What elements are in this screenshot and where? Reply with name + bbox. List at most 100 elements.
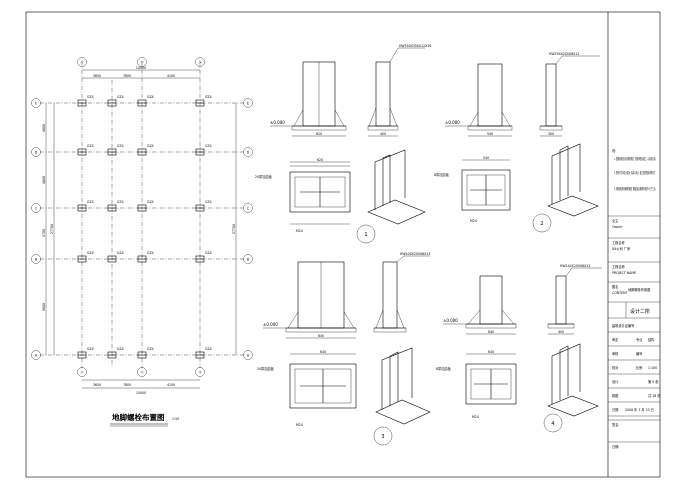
column-tag: GZ4 — [205, 144, 212, 148]
detail-4-elevation: ±0.000 — [443, 318, 458, 323]
axis-label-row-b-right: B — [247, 257, 249, 261]
detail-1-number: 1 — [364, 232, 367, 238]
drawing-name: 地脚螺栓布置图 — [628, 287, 650, 292]
bottom-dim-2: 7800 — [123, 383, 131, 387]
axis-label-row-b: B — [35, 257, 37, 261]
detail-4-front-elevation: 640 ±0.000 — [443, 275, 517, 335]
right-dim-total: 27700 — [232, 224, 236, 234]
tb-cell: 建筑设计证编号 — [612, 323, 634, 328]
detail-3-stiff-label: 20厚加劲板 — [257, 366, 275, 371]
plan-scale: 1:50 — [172, 417, 179, 421]
detail-4-bolt: M24 — [472, 415, 479, 419]
detail-1-base-width: 620 — [316, 132, 322, 136]
tb-cell: 设计 — [612, 379, 619, 384]
detail-2-plan: 540 8厚加劲板 M24 — [434, 156, 511, 223]
project-value: XX公司 厂房 — [612, 246, 630, 251]
detail-1-plan: 620 20厚加劲板 M24 — [255, 158, 351, 233]
column-tag: GZ4 — [117, 347, 124, 351]
detail-3-plan-dim: 640 — [320, 350, 326, 354]
axis-label-row-a-right: A — [247, 353, 250, 357]
tb-cell: 编号 — [636, 351, 642, 356]
column-tag: GZ4 — [117, 200, 124, 204]
detail-4-side-width: 400 — [558, 330, 564, 334]
axis-bubble-col-3 — [195, 57, 205, 67]
column-tag: GZ4 — [205, 95, 212, 99]
outer-frame — [25, 11, 661, 478]
column-tag: GZ4 — [147, 200, 154, 204]
institute: 设计二所 — [630, 308, 650, 315]
notes-header: 说: — [612, 148, 616, 153]
axis-label-col-2: ② — [141, 60, 144, 64]
column-tag: GZ4 — [147, 144, 154, 148]
detail-3-elevation: ±0.000 — [263, 322, 278, 327]
detail-3-front-elevation: 640 ±0.000 — [263, 261, 357, 339]
tb-cell: 共 18 张 — [648, 393, 661, 398]
note-2: 2. 所有尺寸单位为毫米, 标高以米计, 施工前须核对现场尺寸. — [614, 170, 656, 175]
column-tag: GZ4 — [117, 144, 124, 148]
axis-label-row-d: D — [35, 150, 38, 154]
column-tag: GZ4 — [87, 347, 94, 351]
axis-label-row-a: A — [35, 353, 38, 357]
tb-cell: 制图 — [612, 393, 618, 398]
detail-3-base-width: 640 — [318, 334, 324, 338]
detail-2-section-label: HW294X200X8X12 — [549, 52, 579, 56]
axis-bubble-col-1-bottom — [77, 367, 87, 377]
top-dim-3: 4100 — [167, 74, 175, 78]
column-tag: GZ4 — [147, 95, 154, 99]
column-tag: GZ4 — [147, 347, 154, 351]
owner-label: 业主 — [612, 218, 619, 223]
drawing-label: 图名 — [612, 284, 618, 289]
detail-4-stiff-label: 8厚加劲板 — [436, 366, 452, 371]
column-tag: GZ4 — [205, 347, 212, 351]
tb-cell: 2008 年 3 月 23 日 — [625, 407, 654, 412]
detail-2-number: 2 — [540, 221, 543, 227]
left-dim-4: 9800 — [42, 303, 46, 311]
axis-label-row-e: E — [35, 101, 37, 105]
column-tag: GZ4 — [205, 200, 212, 204]
column-tag: GZ4 — [87, 251, 94, 255]
detail-3-side-elevation: HW400X200X8X13 — [373, 252, 430, 333]
signature-label: 签名: — [612, 422, 619, 427]
column-tag: GZ4 — [117, 95, 124, 99]
tb-cell: 1:100 — [648, 366, 657, 370]
detail-2-front-elevation: 540 ±0.000 — [445, 63, 513, 137]
tb-cell: 审核 — [612, 351, 619, 356]
detail-2-side-elevation: 300 HW294X200X8X12 — [539, 52, 600, 137]
detail-3-number: 3 — [381, 434, 384, 440]
detail-1-elevation: ±0.000 — [270, 120, 285, 125]
detail-4-number: 4 — [551, 421, 554, 427]
left-dim-1: 4600 — [42, 124, 46, 132]
detail-1-plan-dim: 620 — [317, 158, 323, 162]
base-details: 620 ±0.000 400 HW350X350X12X16 620 — [255, 44, 602, 446]
detail-4-number-circle — [543, 413, 563, 433]
tb-cell: 比例 — [636, 365, 642, 370]
detail-2-base-width: 540 — [487, 132, 493, 136]
detail-1-number-circle — [356, 224, 376, 244]
title-block: 说: 1. 图纸标准化设计要求规范, 须经审查后施工, 以标准为准. 2. 所有… — [608, 148, 661, 449]
left-dim-total: 27700 — [50, 224, 54, 234]
note-3: 3. 螺栓采用双螺母紧固, 螺栓露出螺母长度不小于三丝. — [614, 186, 656, 191]
detail-4-base-width: 640 — [488, 330, 494, 334]
axis-bubble-col-2-bottom — [137, 367, 147, 377]
bottom-dim-3: 4150 — [167, 383, 175, 387]
left-dim-2: 4600 — [42, 176, 46, 184]
detail-1-side-elevation: 400 HW350X350X12X16 — [367, 44, 431, 137]
axis-bubble-col-1 — [77, 57, 87, 67]
column-tag: GZ4 — [87, 200, 94, 204]
right-axis-bubbles — [243, 98, 253, 360]
detail-1-stiff-label: 20厚加劲板 — [255, 174, 273, 179]
column-tag: GZ4 — [147, 251, 154, 255]
axis-label-col-1-bottom: ① — [81, 370, 84, 374]
detail-4-section-label: HW244X200X6X12 — [560, 264, 590, 268]
anchor-bolt-plan: ① ② ③ ① ② ③ E D C B A E D C B A — [31, 57, 253, 427]
axis-label-row-c-right: C — [247, 206, 250, 210]
detail-3-section-label: HW400X200X8X13 — [400, 252, 430, 256]
owner-value: Owner — [612, 225, 623, 229]
detail-1-front-elevation: 620 ±0.000 — [270, 61, 347, 137]
sub-value: PROJECT NAME — [612, 271, 636, 275]
bottom-dim-total: 10000 — [136, 391, 146, 395]
top-dim-2: 7800 — [123, 74, 131, 78]
axis-label-col-3-bottom: ③ — [199, 370, 202, 374]
tb-cell: 专业 — [636, 337, 642, 342]
